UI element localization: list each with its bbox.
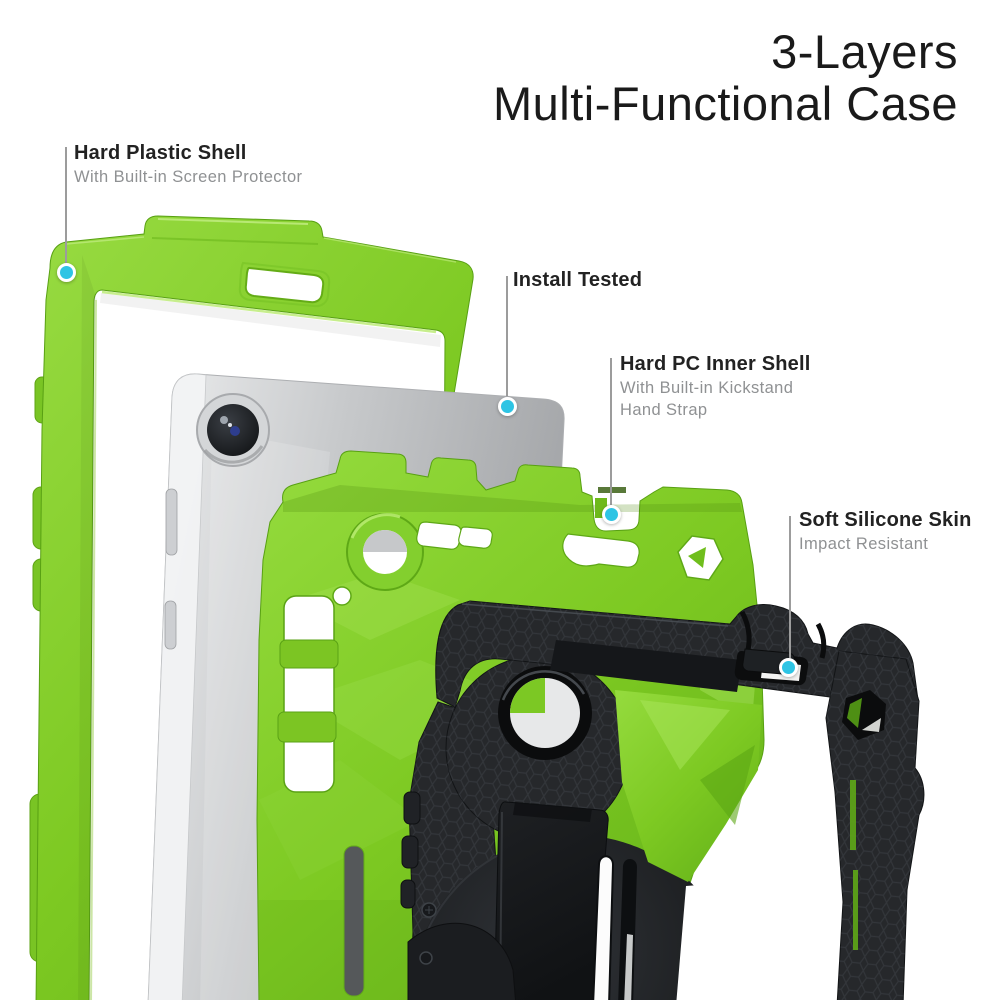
callout-sublabel-line1: With Built-in Kickstand [620, 379, 794, 397]
frame-edge-highlight [323, 237, 457, 263]
callout-hard-plastic-shell: Hard Plastic Shell With Built-in Screen … [74, 141, 302, 188]
lens-blue-glint [230, 426, 240, 436]
frame-body [35, 215, 474, 1000]
leader-line-install-tested [506, 276, 508, 396]
lens-glint [220, 416, 228, 424]
inner-shell-through-opening [615, 690, 762, 882]
screw [419, 951, 433, 965]
camera-ring-shadow [203, 445, 264, 464]
leader-line-hard-plastic-shell [65, 147, 67, 265]
hex-green-sliver [847, 698, 862, 728]
shell-speaker-cutout [562, 533, 640, 568]
camera-hole-tablet-showing [363, 530, 407, 552]
frame-tab-highlight [157, 218, 309, 225]
lens-glint-small [228, 423, 232, 427]
background-gap [676, 878, 792, 1000]
tablet-volume-button [165, 488, 178, 556]
marker-dot-hard-plastic-shell [57, 263, 76, 282]
hinge-bump [401, 835, 419, 869]
shell-slot [416, 521, 462, 550]
shell-pen-slot [343, 845, 365, 997]
marker-dot-hard-pc-inner-shell [602, 505, 621, 524]
shell-top-shadow [283, 485, 742, 512]
leader-line-soft-silicone-skin [789, 516, 791, 658]
marker-dot-soft-silicone-skin [779, 658, 798, 677]
title-line-1: 3-Layers [771, 25, 958, 78]
callout-label: Hard Plastic Shell [74, 142, 247, 164]
frame-edge-highlight [65, 236, 145, 245]
shell-facet [640, 700, 730, 770]
rail-green-sliver [853, 870, 858, 950]
shell-facet [300, 660, 520, 760]
callout-sublabel-line2: Hand Strap [620, 401, 708, 419]
callout-label: Install Tested [513, 269, 643, 291]
screw-cross [425, 906, 433, 914]
shell-facet [293, 572, 460, 640]
frame-camera-slot-groove [238, 261, 331, 308]
callout-hard-pc-inner-shell: Hard PC Inner Shell With Built-in Kickst… [620, 352, 811, 421]
bar-gloss-panel [550, 640, 742, 692]
rail-green-sliver [850, 780, 856, 850]
strap-slit [598, 487, 626, 493]
frame-inner-lip [101, 290, 437, 334]
mic-hole [332, 586, 352, 606]
hex-light-sliver [862, 718, 881, 732]
kickstand [493, 801, 609, 1000]
marker-dot-install-tested [498, 397, 517, 416]
skin-texture [826, 651, 924, 1000]
boss-highlight [501, 670, 586, 701]
title-line-2: Multi-Functional Case [492, 77, 958, 130]
ring-highlight [350, 513, 401, 539]
hinge-bump [400, 879, 416, 909]
tablet-power-button [164, 600, 177, 650]
strap-slot-inner [624, 934, 633, 1000]
shell-hex-wedge [688, 547, 706, 568]
callout-label: Hard PC Inner Shell [620, 353, 811, 375]
tablet-edge-band [147, 373, 207, 1000]
shell-slot-small [458, 526, 493, 549]
leader-line-hard-pc-inner-shell [610, 358, 612, 505]
callout-sublabel: Impact Resistant [799, 535, 929, 553]
callout-label: Soft Silicone Skin [799, 509, 972, 531]
kickstand-hinge [513, 802, 592, 822]
strap-slot-dark [618, 859, 637, 1000]
camera-hole-green-showing [510, 678, 545, 713]
silicone-skin [400, 600, 925, 1000]
hinge-bump [403, 791, 421, 825]
frame-tab-groove [151, 237, 319, 245]
shell-facet [700, 745, 755, 825]
frame-camera-slot [244, 266, 325, 304]
frame-inner-lip-left [90, 299, 97, 1000]
front-shell-frame [29, 215, 474, 1000]
strap-slot-open [592, 855, 615, 1000]
strap-bracket [407, 922, 517, 1000]
shell-side-opening [283, 595, 335, 793]
frame-rail-shading [78, 255, 97, 1000]
strap-pin-groove [815, 622, 827, 659]
callout-install-tested: Install Tested [513, 268, 642, 293]
page-title: 3-Layers Multi-Functional Case [493, 26, 958, 130]
callout-soft-silicone-skin: Soft Silicone Skin Impact Resistant [799, 508, 972, 555]
frame-window-shadow [100, 293, 441, 347]
bar-top-highlight [461, 603, 729, 627]
shell-side-rung [279, 639, 339, 669]
shell-side-rung [277, 711, 337, 743]
callout-sublabel: With Built-in Screen Protector [74, 168, 303, 186]
